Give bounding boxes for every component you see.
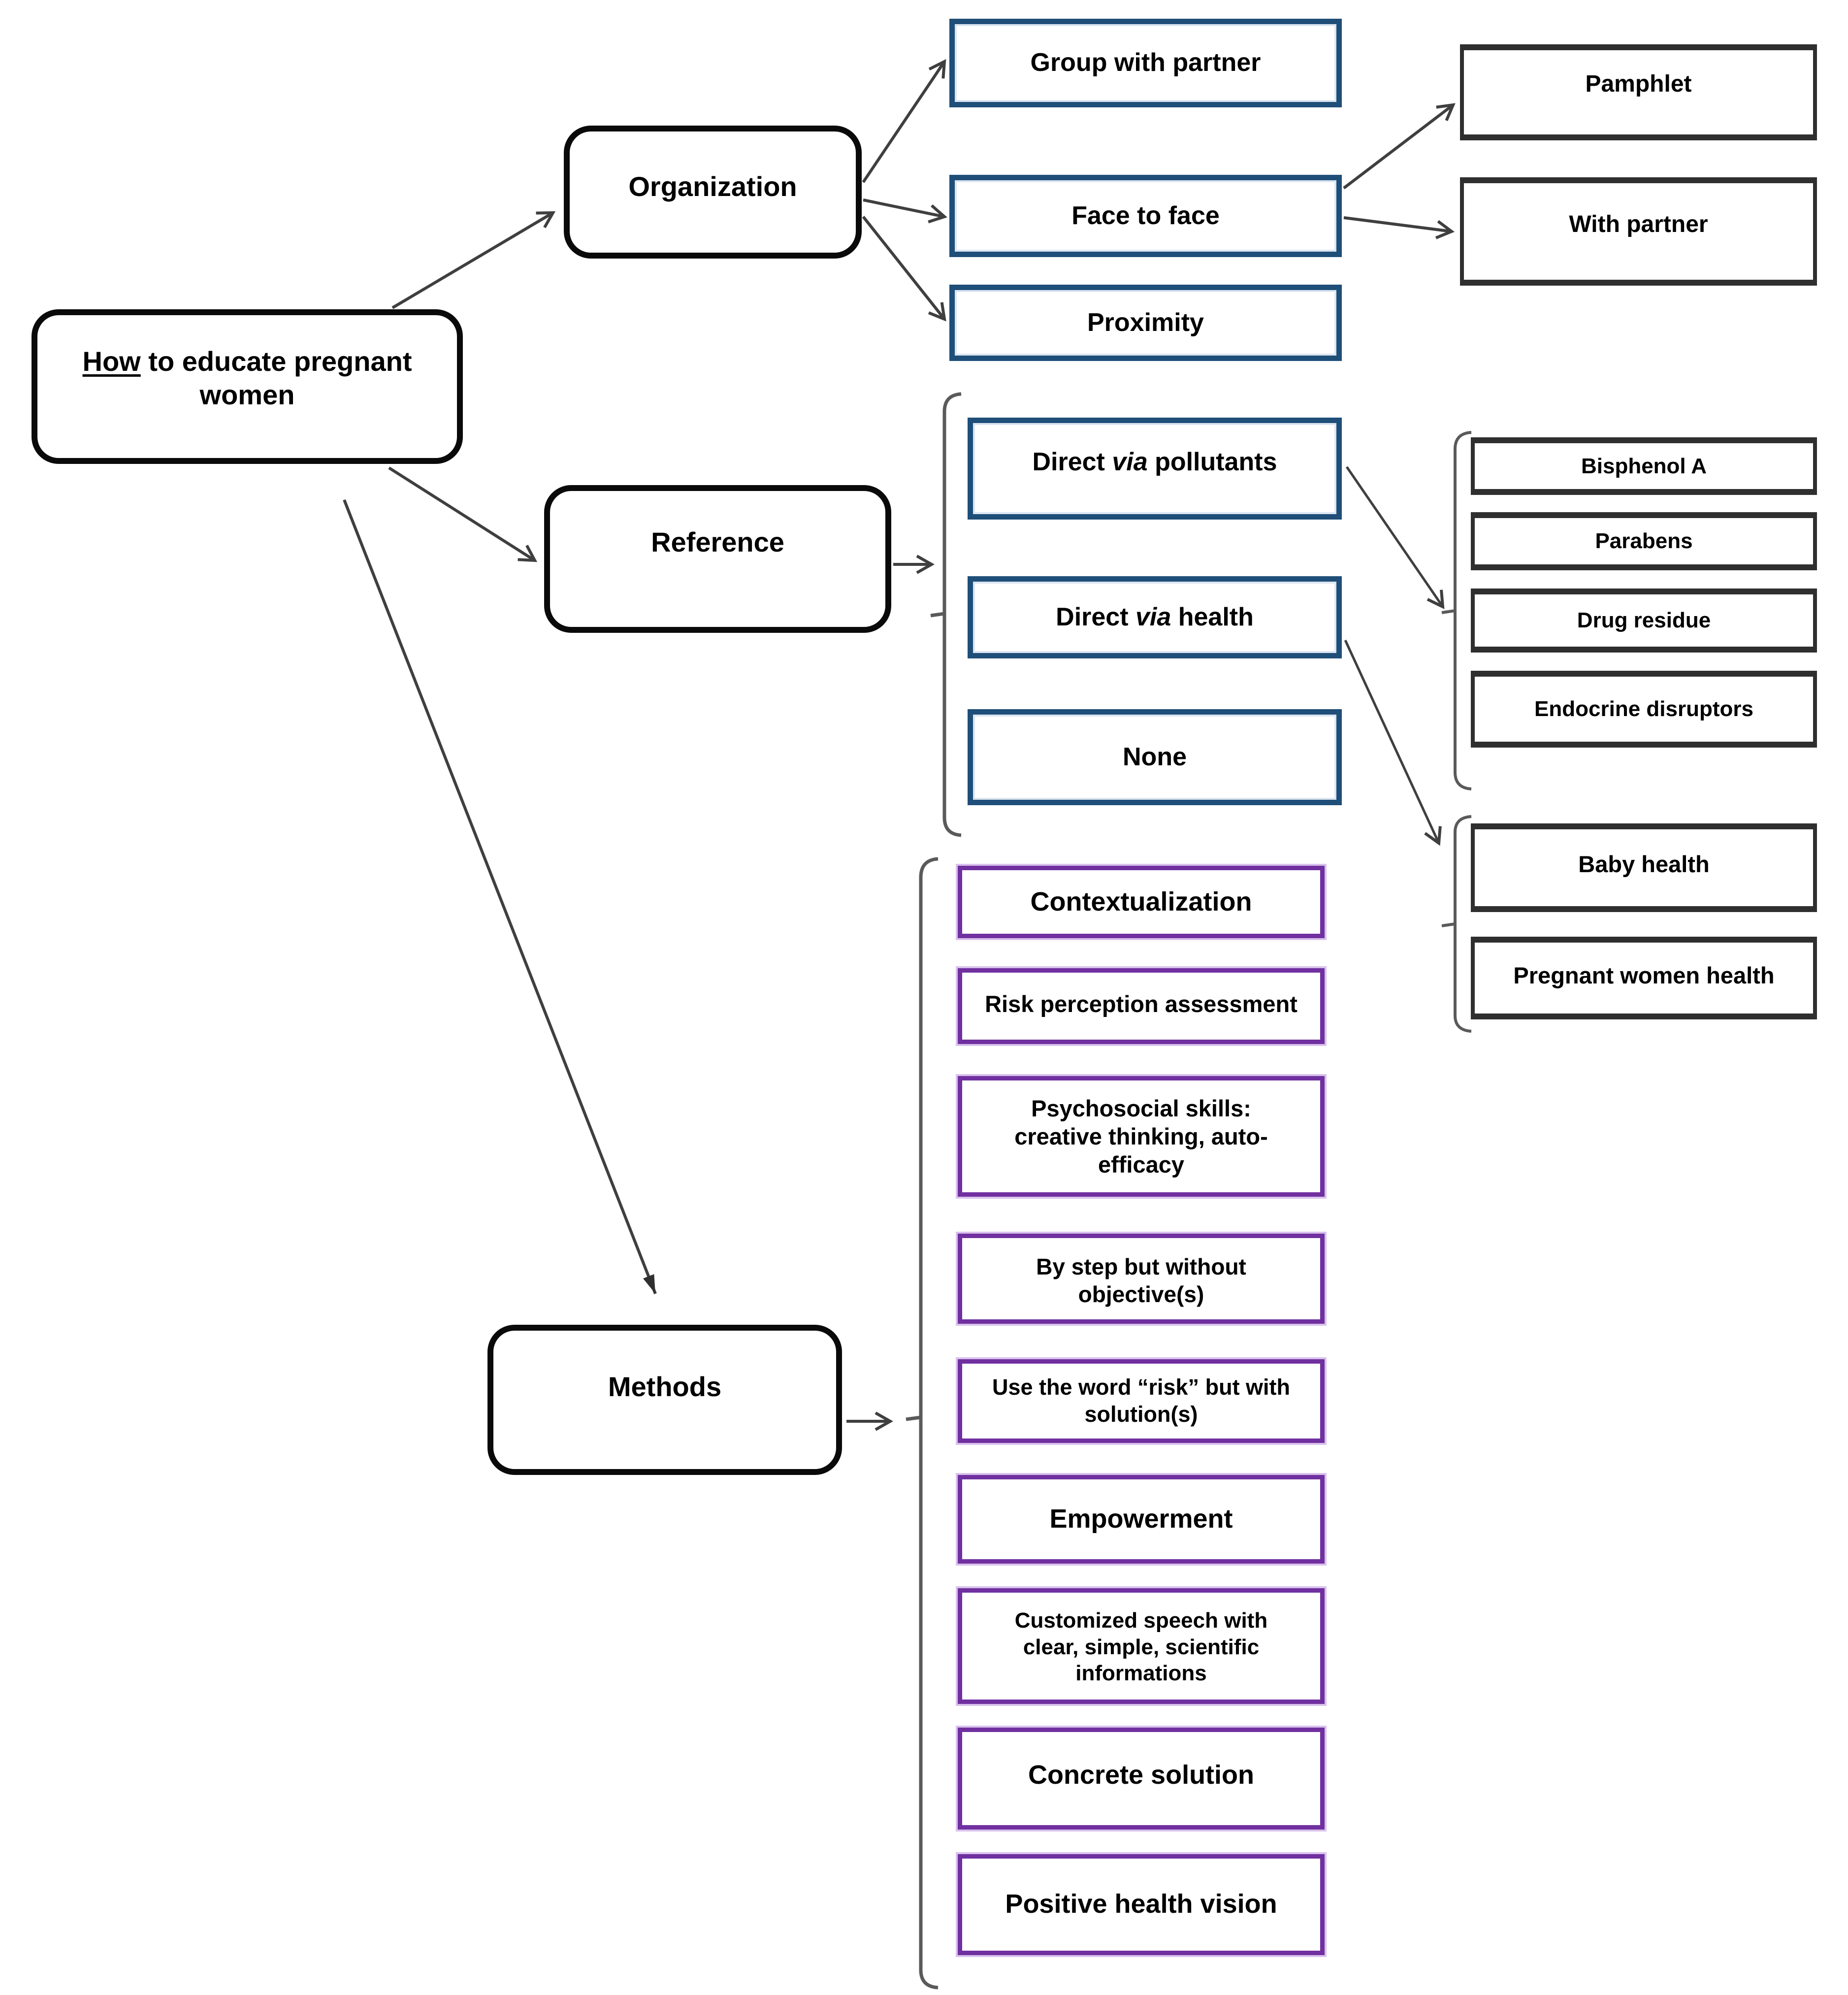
node-parabens: Parabens (1471, 512, 1817, 570)
arrow-organization-to-face-to-face (863, 198, 944, 217)
node-drug-residue: Drug residue (1471, 589, 1817, 653)
node-direct-via-health: Direct via health (968, 576, 1342, 658)
with-partner-label: With partner (1569, 211, 1708, 237)
bracket-pollutant-examples (1441, 431, 1472, 790)
via-italic: via (1112, 448, 1148, 476)
arrow-pollutants-to-chemicals-bracket (1345, 466, 1443, 607)
bracket-methods-children (906, 857, 939, 1990)
reference-label: Reference (651, 526, 784, 557)
node-contextualization: Contextualization (958, 866, 1325, 938)
psychosocial-skills-label: Psychosocial skills: creative thinking, … (1014, 1095, 1268, 1178)
arrow-organization-to-group-with-partner (862, 62, 944, 183)
node-organization: Organization (564, 126, 862, 259)
customized-speech-label: Customized speech with clear, simple, sc… (1014, 1608, 1268, 1686)
direct-via-health-label: Direct via health (1056, 602, 1254, 631)
endocrine-disruptors-label: Endocrine disruptors (1534, 697, 1753, 721)
arrow-organization-to-proximity (862, 216, 944, 319)
node-baby-health: Baby health (1471, 823, 1817, 912)
root-label-line1: How to educate pregnant (83, 345, 412, 378)
root-label-line2: women (199, 379, 295, 411)
node-group-with-partner: Group with partner (949, 19, 1342, 107)
node-empowerment: Empowerment (958, 1475, 1325, 1564)
none-label: None (1123, 742, 1187, 771)
pamphlet-label: Pamphlet (1585, 71, 1692, 97)
bracket-reference-children (930, 392, 962, 837)
node-pregnant-women-health: Pregnant women health (1471, 937, 1817, 1019)
direct-via-pollutants-label: Direct via pollutants (1032, 448, 1277, 476)
group-with-partner-label: Group with partner (1030, 48, 1261, 77)
root-line1-rest: to educate pregnant (140, 346, 412, 377)
node-with-partner: With partner (1460, 177, 1817, 286)
positive-health-vision-label: Positive health vision (1005, 1889, 1277, 1919)
node-pamphlet: Pamphlet (1460, 44, 1817, 140)
organization-label: Organization (628, 171, 797, 202)
node-reference: Reference (544, 485, 891, 633)
node-positive-health-vision: Positive health vision (958, 1854, 1325, 1955)
arrow-root-to-organization (391, 213, 553, 309)
root-label: How to educate pregnant women (83, 345, 412, 412)
use-word-risk-with-solutions-label: Use the word “risk” but with solution(s) (992, 1374, 1291, 1427)
arrow-face-to-face-to-pamphlet (1343, 105, 1453, 190)
contextualization-label: Contextualization (1030, 886, 1252, 916)
methods-label: Methods (608, 1371, 722, 1402)
node-bisphenol-a: Bisphenol A (1471, 437, 1817, 495)
pregnant-women-health-label: Pregnant women health (1513, 962, 1775, 988)
face-to-face-label: Face to face (1071, 201, 1220, 230)
arrow-root-to-reference (388, 466, 535, 560)
drug-residue-label: Drug residue (1577, 608, 1711, 633)
by-step-without-objectives-label: By step but without objective(s) (1036, 1254, 1246, 1308)
empowerment-label: Empowerment (1049, 1504, 1233, 1534)
via-italic: via (1135, 602, 1171, 631)
node-none: None (968, 709, 1342, 805)
node-face-to-face: Face to face (949, 175, 1342, 257)
baby-health-label: Baby health (1578, 851, 1710, 877)
root-word-how: How (82, 346, 141, 377)
arrow-face-to-face-to-with-partner (1343, 216, 1452, 231)
risk-perception-assessment-label: Risk perception assessment (985, 991, 1297, 1017)
node-by-step-without-objectives: By step but without objective(s) (958, 1234, 1325, 1324)
node-direct-via-pollutants: Direct via pollutants (968, 418, 1342, 520)
node-how-to-educate-pregnant-women: How to educate pregnant women (32, 309, 463, 464)
node-endocrine-disruptors: Endocrine disruptors (1471, 671, 1817, 748)
concrete-solution-label: Concrete solution (1028, 1760, 1255, 1790)
proximity-label: Proximity (1087, 308, 1204, 337)
node-proximity: Proximity (949, 285, 1342, 361)
node-psychosocial-skills: Psychosocial skills: creative thinking, … (958, 1076, 1325, 1197)
node-concrete-solution: Concrete solution (958, 1728, 1325, 1830)
arrow-health-to-health-bracket (1344, 639, 1439, 843)
node-methods: Methods (487, 1325, 842, 1475)
bracket-health-topics (1441, 815, 1472, 1033)
bisphenol-a-label: Bisphenol A (1581, 454, 1707, 478)
node-customized-speech: Customized speech with clear, simple, sc… (958, 1588, 1325, 1704)
parabens-label: Parabens (1595, 529, 1693, 554)
node-use-word-risk-with-solutions: Use the word “risk” but with solution(s) (958, 1359, 1325, 1443)
node-risk-perception-assessment: Risk perception assessment (958, 968, 1325, 1044)
